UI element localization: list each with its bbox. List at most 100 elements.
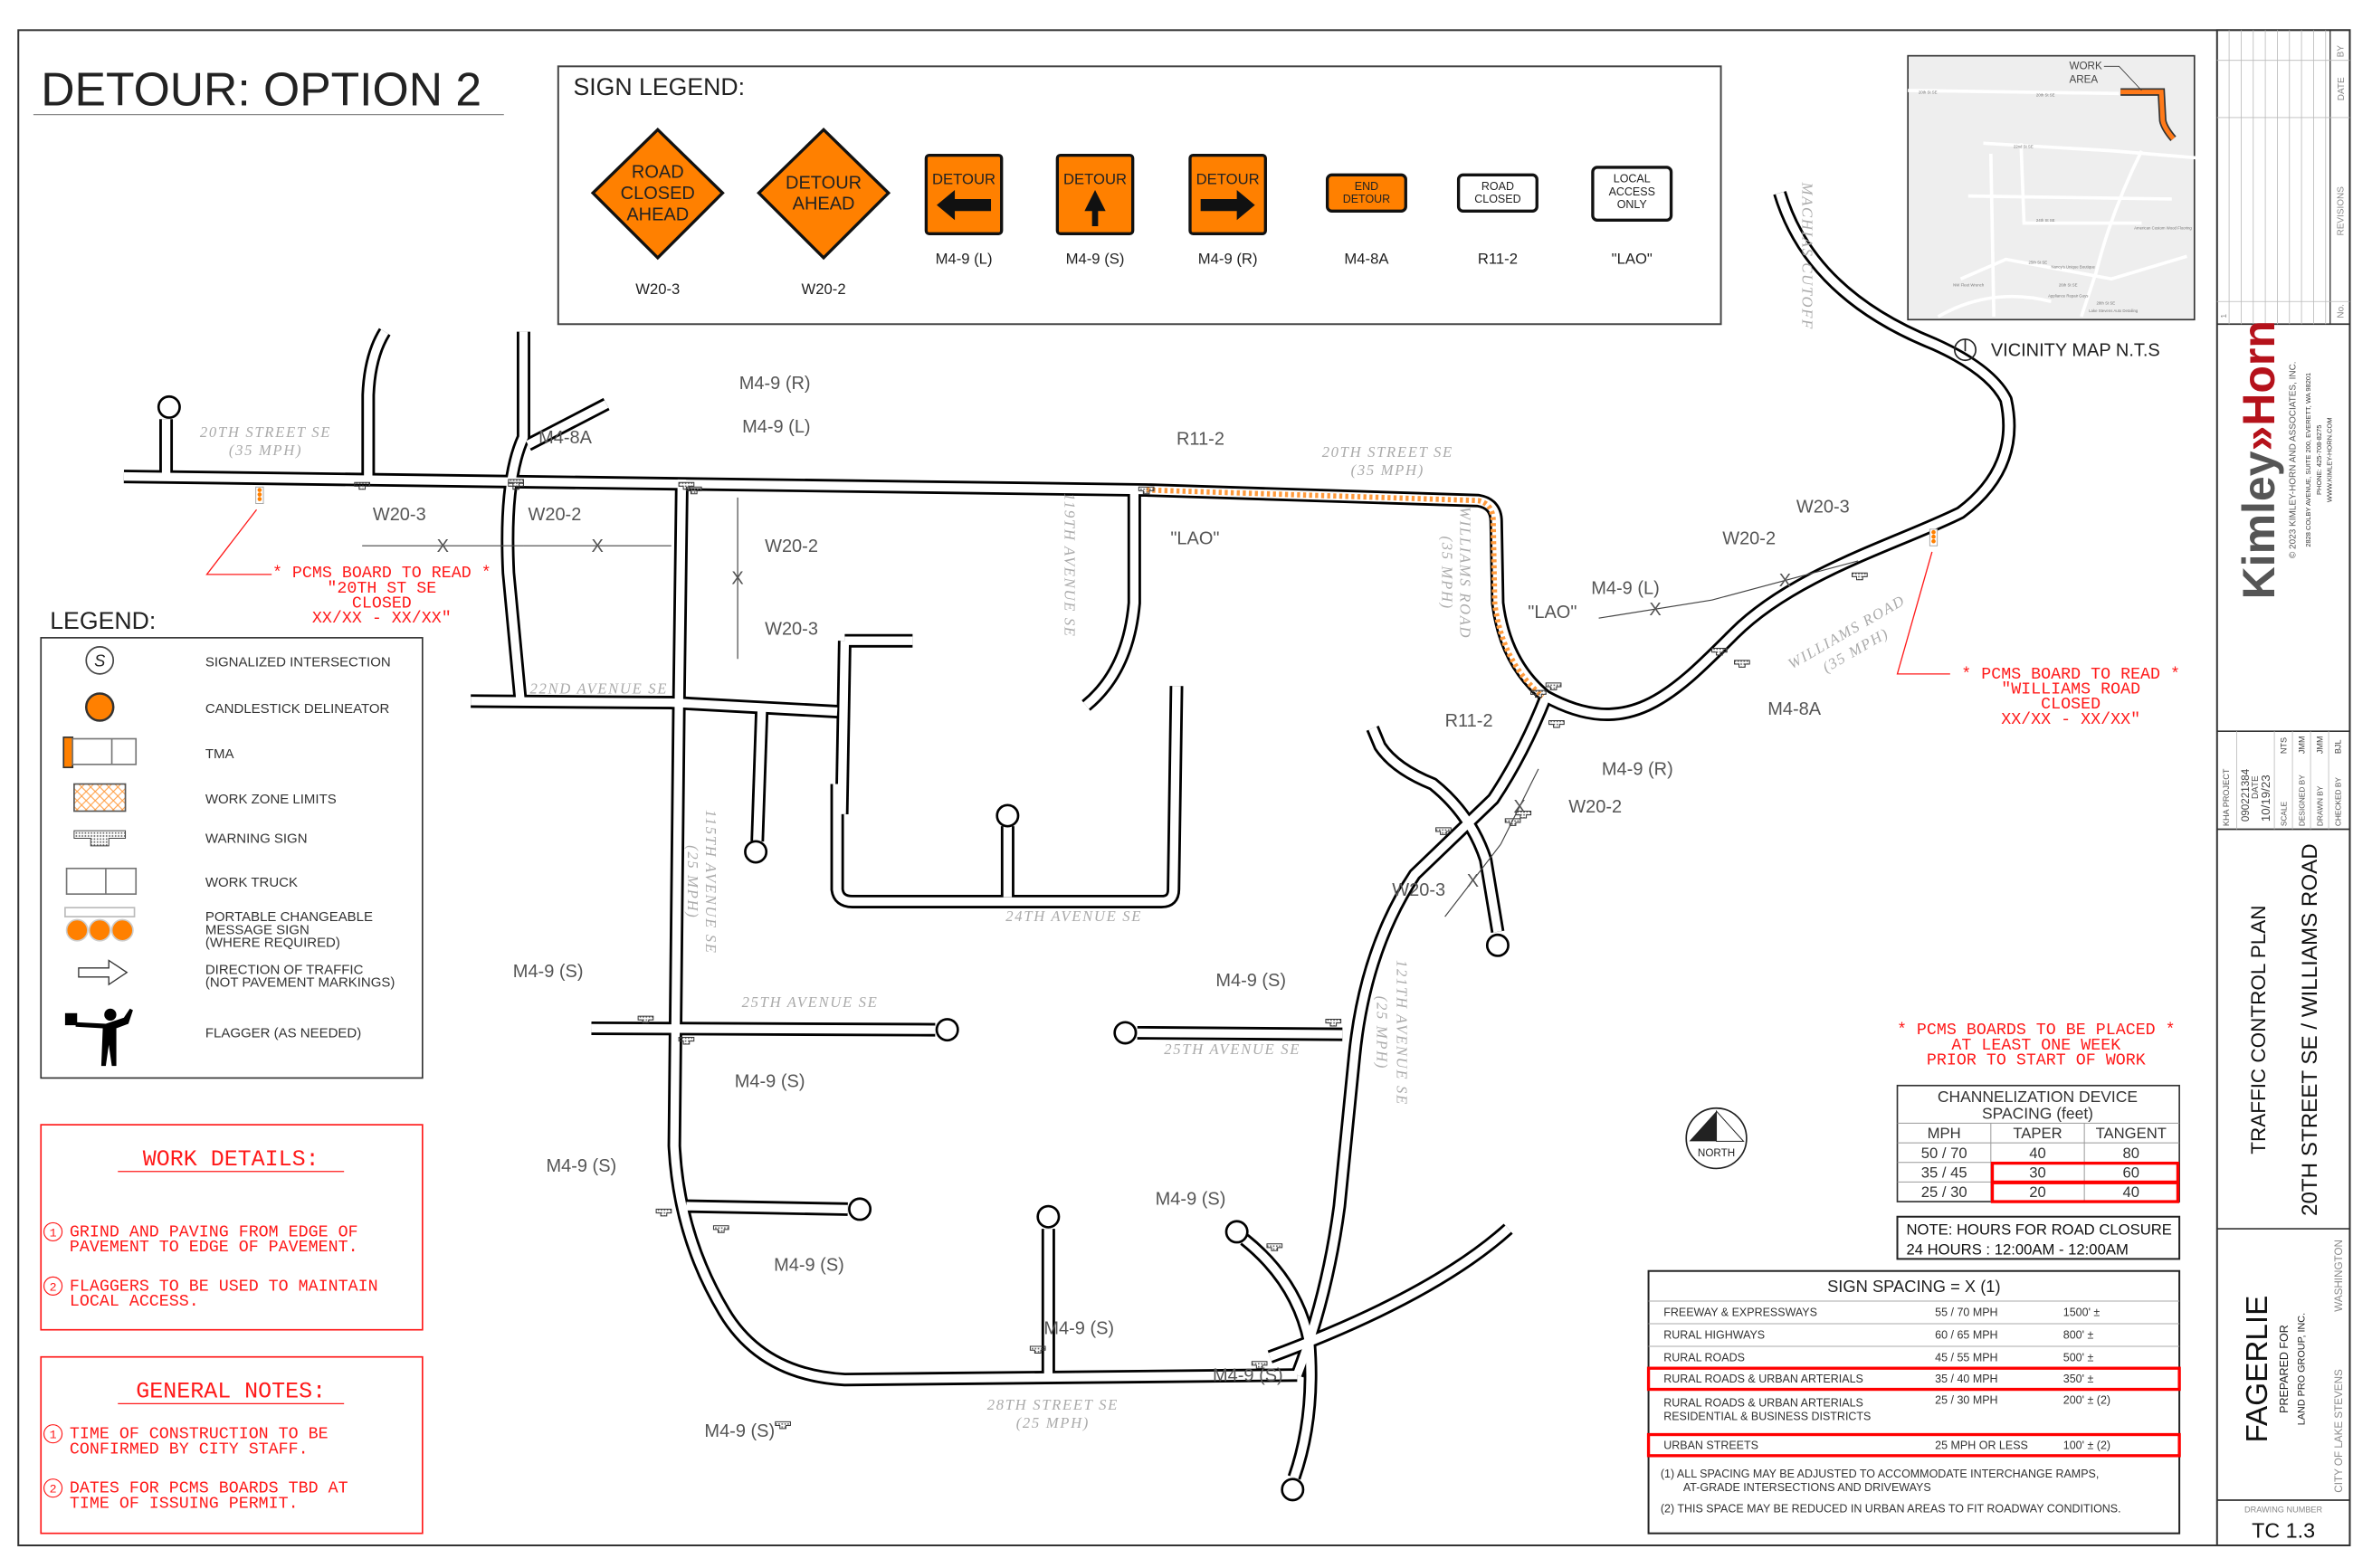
map-sign-label: M4-9 (S) <box>1043 1319 1114 1339</box>
warning-sign-icon <box>1325 1018 1342 1027</box>
vicinity-map-image <box>1907 54 2196 321</box>
project-number: 090221384 <box>2240 768 2252 822</box>
date-label: DATE <box>2251 775 2261 799</box>
warning-sign-icon <box>1266 1243 1283 1251</box>
notes-heading: GENERAL NOTES: <box>136 1379 326 1405</box>
spacing-mark: X <box>1779 571 1791 591</box>
legend-label: TMA <box>205 746 234 762</box>
map-sign-label: M4-9 (S) <box>1156 1189 1226 1209</box>
revisions-date-header: DATE <box>2337 77 2347 100</box>
road-interior <box>833 686 1181 907</box>
checked-by-label: CHECKED BY <box>2333 777 2342 827</box>
warning-sign-icon <box>1029 1345 1046 1354</box>
street-label: 121TH AVENUE SE <box>1393 960 1410 1106</box>
svg-text:S: S <box>94 651 106 670</box>
prepared-for: PREPARED FOR <box>2278 1325 2291 1413</box>
table-cell: 80 <box>2123 1145 2140 1162</box>
legend-label: SIGNALIZED INTERSECTION <box>205 655 391 670</box>
pcms-note: PRIOR TO START OF WORK <box>1927 1050 2146 1069</box>
vicinity-place-label: 20th St SE <box>2036 93 2055 98</box>
vicinity-place-label: Lake Stevens Auto Detailing <box>2089 309 2139 313</box>
detour-map: 20TH STREET SE(35 MPH)22ND AVENUE SE20TH… <box>123 182 2016 1502</box>
map-sign-label: R11-2 <box>1176 430 1224 450</box>
street-label: 28TH STREET SE <box>987 1396 1119 1413</box>
work-area-highlight <box>2120 90 2176 140</box>
project-name: FAGERLIE <box>2241 1296 2274 1443</box>
legend-label: WORK TRUCK <box>205 875 298 890</box>
vicinity-road <box>1937 294 2052 318</box>
note-text: CONFIRMED BY CITY STAFF. <box>70 1440 309 1459</box>
designed-by-label: DESIGNED BY <box>2297 774 2306 826</box>
pcms-note: XX/XX - XX/XX" <box>2001 710 2140 729</box>
sign-code: R11-2 <box>1478 251 1518 268</box>
table-cell: 50 / 70 <box>1921 1145 1967 1162</box>
road-interior <box>686 1202 848 1214</box>
road-interior <box>753 708 767 841</box>
footnote: AT-GRADE INTERSECTIONS AND DRIVEWAYS <box>1683 1481 1931 1494</box>
table-cell: 35 / 40 MPH <box>1935 1373 1997 1385</box>
sign-code: M4-9 (S) <box>1066 251 1125 268</box>
street-label: (25 MPH) <box>1374 996 1391 1069</box>
map-sign-label: M4-9 (S) <box>1215 971 1286 991</box>
sign-text: AHEAD <box>626 204 689 224</box>
closure-note-box <box>1896 1215 2181 1260</box>
firm-website: WWW.KIMLEY-HORN.COM <box>2325 417 2333 502</box>
street-label: 20TH STREET SE <box>1322 443 1453 461</box>
diamond-sign-icon <box>590 127 725 261</box>
column-header: TAPER <box>2013 1125 2062 1142</box>
vicinity-map-caption: VICINITY MAP N.T.S <box>1991 340 2160 360</box>
warning-sign-icon <box>1251 1361 1268 1369</box>
column-header: MPH <box>1928 1125 1961 1142</box>
detour-title: DETOUR: OPTION 2 <box>33 63 504 116</box>
street-label: 22ND AVENUE SE <box>529 680 668 698</box>
cul-de-sac <box>1281 1478 1305 1502</box>
warning-sign-icon <box>1548 720 1565 728</box>
pcms-note: * PCMS BOARDS TO BE PLACED * <box>1897 1021 2176 1040</box>
warning-sign-icon <box>655 1208 672 1217</box>
sign-text: ACCESS <box>1609 185 1655 198</box>
sign-text: AHEAD <box>793 195 855 214</box>
road-interior <box>471 697 838 717</box>
street-label: (25 MPH) <box>684 845 701 918</box>
legend-label: MESSAGE SIGN <box>205 922 310 937</box>
sign-text: ROAD <box>1481 180 1514 193</box>
warning-sign-icon <box>775 1421 791 1430</box>
small-sign-icon <box>1456 173 1538 213</box>
sign-text: DETOUR <box>1063 170 1127 187</box>
sign-code: W20-2 <box>802 280 846 298</box>
map-sign-label: M4-9 (R) <box>739 374 811 394</box>
north-label: NORTH <box>1698 1147 1735 1159</box>
cul-de-sac <box>848 1197 872 1221</box>
column-header: TANGENT <box>2096 1125 2167 1142</box>
street-label: WILLIAMS ROAD <box>1456 507 1473 639</box>
table-cell: 350' ± <box>2063 1373 2094 1385</box>
flagger-icon <box>64 1008 133 1067</box>
arrow-up-icon <box>1084 189 1106 226</box>
pcms-light <box>257 497 262 501</box>
road-interior <box>1368 727 1502 933</box>
detour-sign-icon <box>1188 153 1267 235</box>
pcms-light <box>1931 529 1936 535</box>
table-cell: 30 <box>2029 1164 2046 1181</box>
cul-de-sac <box>157 394 181 419</box>
pcms-note: "20TH ST SE <box>327 579 436 598</box>
firm-address: 2828 COLBY AVENUE, SUITE 200, EVERETT, W… <box>2304 373 2312 547</box>
table-cell: 35 / 45 <box>1921 1164 1967 1181</box>
legend-label: (WHERE REQUIRED) <box>205 935 340 950</box>
work-truck-icon <box>65 867 138 895</box>
warning-sign-icon <box>1435 827 1452 835</box>
road-interior <box>364 329 389 477</box>
table-cell: RURAL ROADS & URBAN ARTERIALS <box>1663 1373 1863 1385</box>
map-sign-label: M4-9 (S) <box>1213 1365 1283 1385</box>
spacing-mark: X <box>591 537 603 556</box>
drawn-by-value: JMM <box>2315 736 2324 754</box>
pcms-note: AT LEAST ONE WEEK <box>1951 1036 2120 1055</box>
sign-legend-heading: SIGN LEGEND: <box>573 73 745 100</box>
table-cell: RURAL ROADS & URBAN ARTERIALS <box>1663 1397 1863 1410</box>
vicinity-place-label: Nancy's Unique Boutique <box>2051 265 2095 270</box>
sign-code: "LAO" <box>1612 251 1653 268</box>
